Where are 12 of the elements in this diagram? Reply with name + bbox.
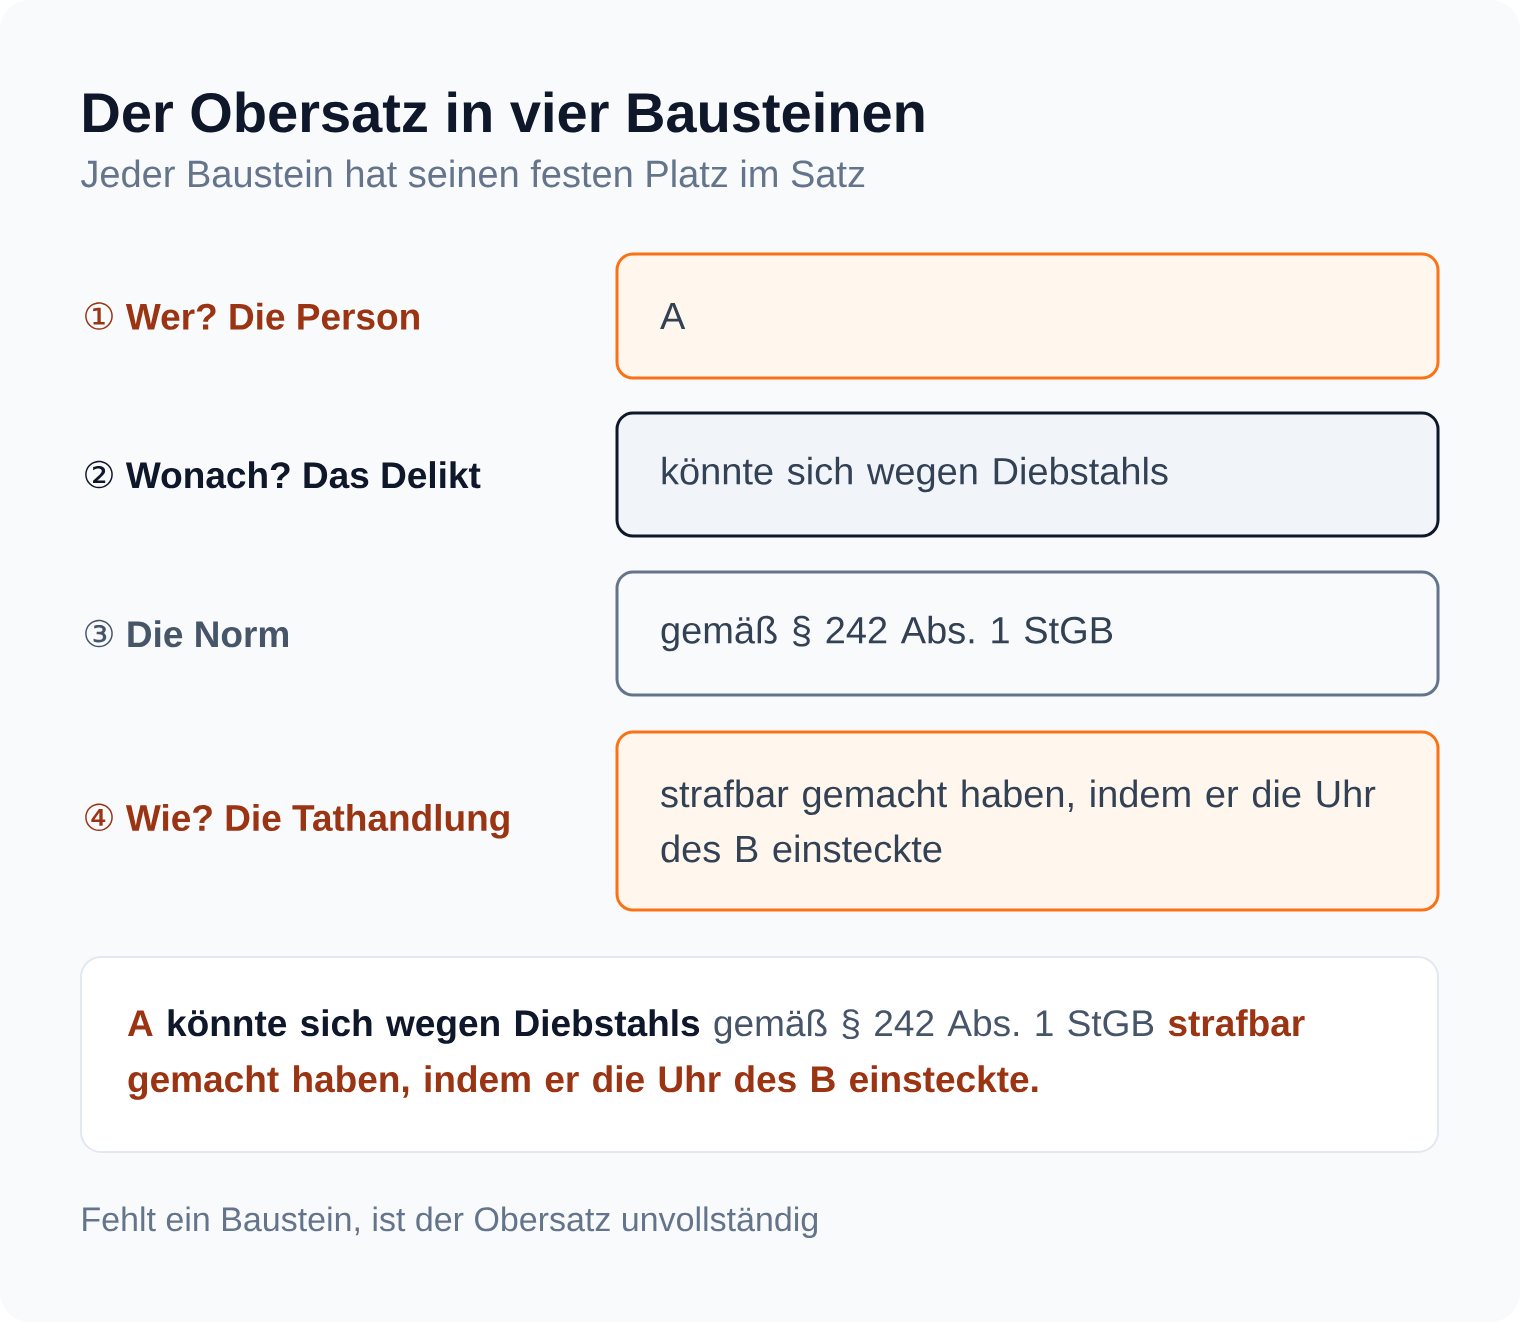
footnote: Fehlt ein Baustein, ist der Obersatz unvollständig xyxy=(83,1206,818,1239)
text-box: A xyxy=(615,252,1440,380)
row-label: ④ Wie? Die Tathandlung xyxy=(85,803,509,839)
text-box: könnte sich wegen Diebstahls xyxy=(615,411,1440,538)
text-box: strafbar gemacht haben, indem er die Uhr des B einsteckte xyxy=(615,730,1440,912)
row-label: ① Wer? Die Person xyxy=(85,302,419,330)
summary-card: A könnte sich wegen Diebstahls gemäß § 242 Abs. 1 StGB strafbar gemacht haben, indem er die Uhr des B einsteckte. xyxy=(80,956,1439,1153)
subtitle: Jeder Baustein hat seinen festen Platz im Satz xyxy=(81,159,865,188)
text-box: gemäß § 242 Abs. 1 StGB xyxy=(615,570,1440,697)
row-label: ② Wonach? Das Delikt xyxy=(85,460,481,489)
row-label: ③ Die Norm xyxy=(85,619,288,648)
title: Der Obersatz in vier Bausteinen xyxy=(84,91,924,133)
